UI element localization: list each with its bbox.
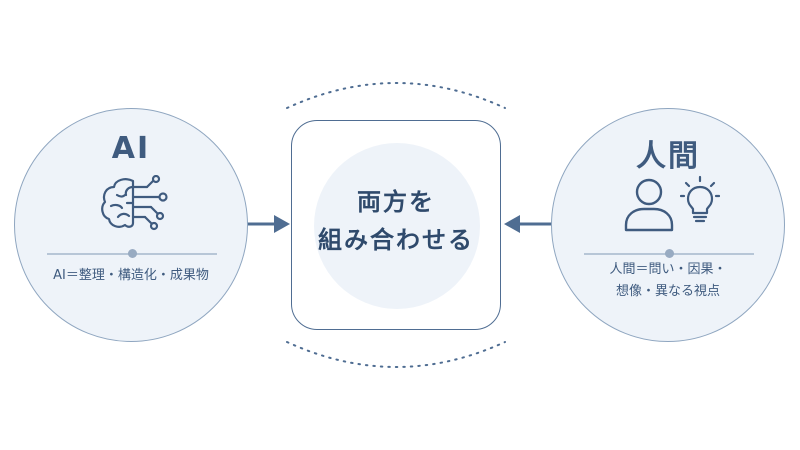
center-line-2: 組み合わせる <box>318 226 474 254</box>
brain-circuit-icon <box>101 175 168 231</box>
ai-title: AI <box>111 131 151 166</box>
lightbulb-icon <box>680 175 720 223</box>
ai-circle: AI AI＝整理・ <box>14 108 248 342</box>
human-circle: 人間 人間＝問い・因果・ 想像・異なる視点 <box>551 108 785 342</box>
human-title: 人間 <box>636 139 700 174</box>
human-description: 人間＝問い・因果・ 想像・異なる視点 <box>552 259 784 303</box>
center-box: 両方を 組み合わせる <box>291 120 501 330</box>
human-description-line-2: 想像・異なる視点 <box>615 284 720 299</box>
arrow-right-to-center <box>504 215 552 233</box>
person-icon <box>624 178 674 232</box>
human-divider-dot <box>665 249 674 258</box>
human-description-line-1: 人間＝問い・因果・ <box>609 262 727 277</box>
ai-divider-dot <box>128 249 137 258</box>
dotted-arc-bottom <box>286 341 506 368</box>
center-line-1: 両方を <box>357 188 435 216</box>
center-inner-circle <box>314 143 480 309</box>
dotted-arc-top <box>286 82 506 109</box>
ai-description: AI＝整理・構造化・成果物 <box>53 268 209 283</box>
center-text: 両方を 組み合わせる <box>292 183 500 259</box>
